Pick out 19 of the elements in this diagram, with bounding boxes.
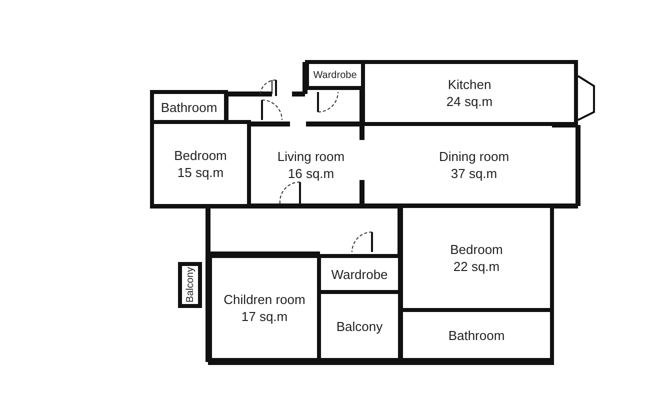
room-area-label: 24 sq.m (446, 93, 493, 110)
room-area-label: 15 sq.m (177, 164, 224, 181)
room-name: Balcony (184, 267, 196, 303)
room-area-label: 22 sq.m (453, 258, 500, 275)
room-name: Balcony (336, 318, 383, 334)
room-name: Kitchen (448, 76, 492, 93)
room-name: Bedroom (450, 241, 503, 258)
room-name: Bathroom (160, 98, 218, 116)
room-area-label: 17 sq.m (241, 308, 288, 325)
room (178, 262, 202, 308)
room-area-label: 37 sq.m (450, 165, 498, 182)
room-area-label: 16 sq.m (288, 165, 334, 182)
room-name: Wardrobe (313, 68, 357, 82)
room-name: Children room (224, 291, 306, 308)
room-name: Dining room (438, 148, 510, 165)
room-name: Living room (277, 148, 345, 165)
room-name: Wardrobe (331, 266, 388, 282)
room-name: Bedroom (174, 147, 227, 164)
room-name: Bathroom (448, 326, 505, 344)
